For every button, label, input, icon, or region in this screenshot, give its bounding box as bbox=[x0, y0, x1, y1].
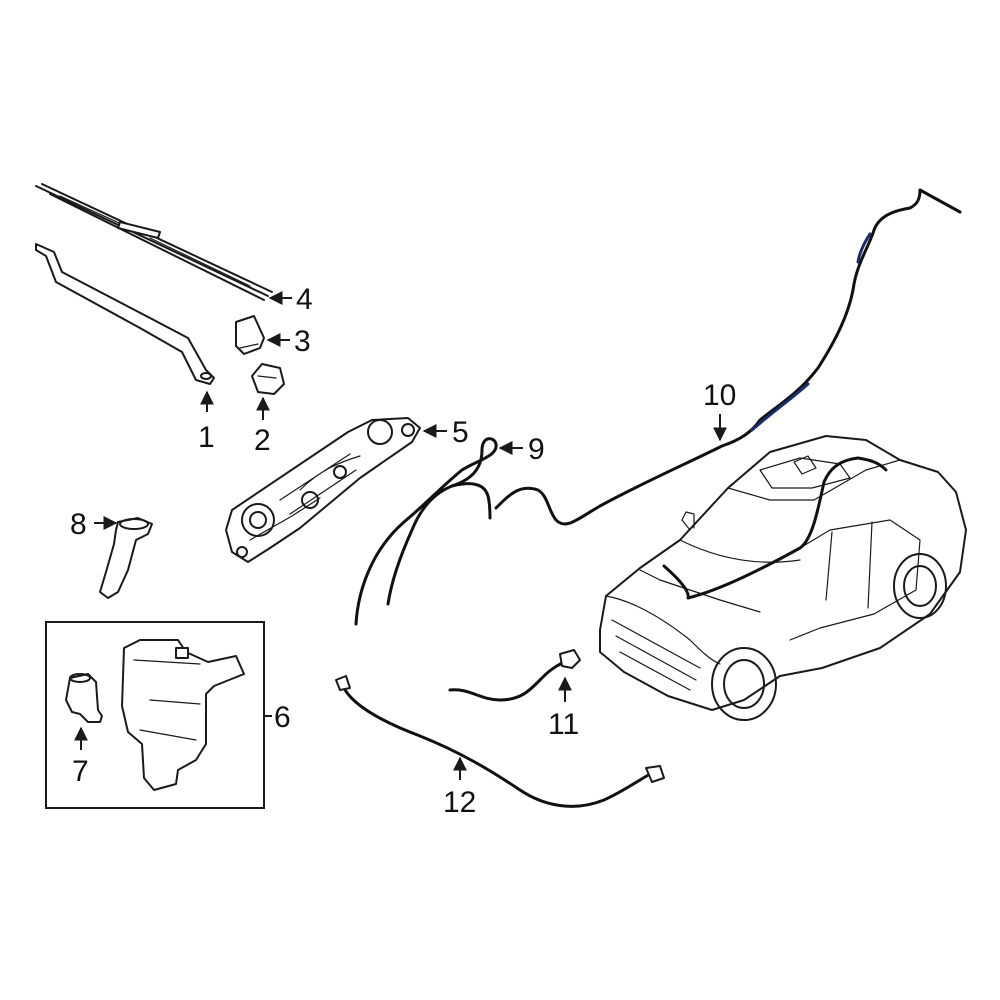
callout-label-4: 4 bbox=[296, 283, 313, 316]
connector-hose-12-part[interactable] bbox=[335, 675, 665, 808]
callout-label-10: 10 bbox=[703, 379, 736, 412]
callout-9: 9 bbox=[498, 433, 545, 466]
washer-hose-front-part[interactable] bbox=[354, 437, 498, 626]
wiper-arm-part[interactable] bbox=[35, 243, 215, 385]
nut-part[interactable] bbox=[251, 363, 285, 395]
callout-8: 8 bbox=[70, 508, 118, 541]
callout-label-12: 12 bbox=[443, 786, 476, 819]
filler-neck-part[interactable] bbox=[99, 517, 153, 599]
connector-hose-11-part[interactable] bbox=[448, 649, 581, 702]
callout-7: 7 bbox=[72, 726, 89, 788]
callout-label-2: 2 bbox=[254, 424, 271, 457]
washer-reservoir-part[interactable] bbox=[121, 639, 245, 791]
washer-pump-part[interactable] bbox=[65, 673, 103, 723]
callout-12: 12 bbox=[443, 756, 476, 819]
washer-hose-rear-part[interactable] bbox=[494, 188, 962, 526]
vehicle-outline bbox=[599, 435, 967, 721]
callout-label-6: 6 bbox=[274, 701, 291, 734]
callout-1: 1 bbox=[198, 390, 215, 454]
wiper-blade-part[interactable] bbox=[35, 183, 273, 301]
callout-3: 3 bbox=[266, 325, 311, 358]
callout-label-1: 1 bbox=[198, 421, 215, 454]
wiper-motor-linkage-part[interactable] bbox=[225, 417, 421, 563]
callout-11: 11 bbox=[548, 676, 579, 741]
callout-label-3: 3 bbox=[294, 325, 311, 358]
callout-label-7: 7 bbox=[72, 755, 89, 788]
callout-5: 5 bbox=[422, 416, 469, 449]
callout-4: 4 bbox=[268, 283, 313, 316]
callout-label-11: 11 bbox=[548, 708, 579, 741]
callout-label-9: 9 bbox=[528, 433, 545, 466]
callout-6: 6 bbox=[264, 701, 291, 734]
callout-2: 2 bbox=[254, 396, 271, 457]
callout-label-5: 5 bbox=[452, 416, 469, 449]
cap-part[interactable] bbox=[235, 315, 265, 355]
callout-10: 10 bbox=[703, 379, 736, 442]
callout-label-8: 8 bbox=[70, 508, 87, 541]
